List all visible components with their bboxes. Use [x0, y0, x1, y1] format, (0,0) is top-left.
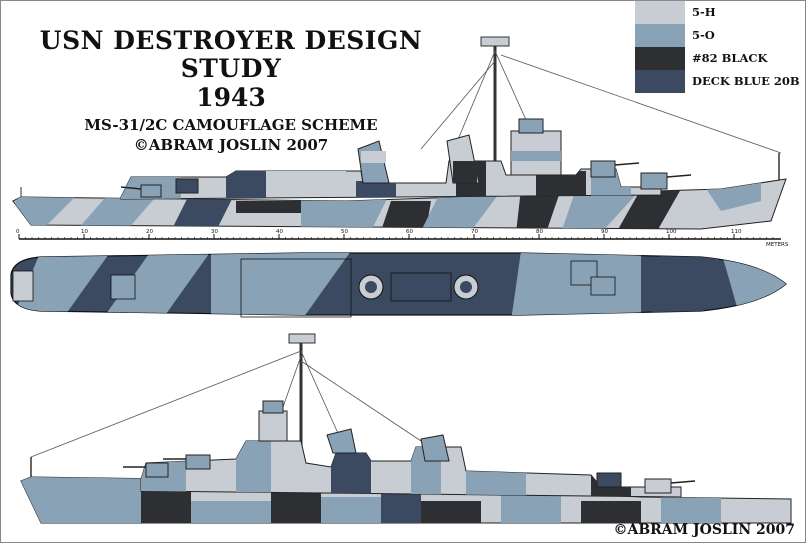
gun-barrel [614, 162, 640, 166]
ruler-label: 60 [406, 229, 413, 235]
gun-mount-plan [590, 276, 616, 296]
footer-copyright: ©ABRAM JOSLIN 2007 [613, 522, 795, 538]
hull-camouflage-top [13, 179, 761, 229]
gun-mount [140, 184, 162, 198]
title-year: 1943 [196, 83, 266, 112]
gun-mount [145, 462, 169, 478]
ruler-ticks [18, 234, 774, 239]
rigging-line [300, 360, 422, 442]
ruler-label: 80 [536, 229, 543, 235]
legend-label: DECK BLUE 20B [692, 74, 800, 88]
depth-charge-rack [12, 270, 34, 302]
ruler-label: 70 [471, 229, 478, 235]
color-legend: 5-H 5-O #82 BLACK DECK BLUE 20B [635, 1, 805, 93]
ruler-label: 50 [341, 229, 348, 235]
legend-label: 5-O [692, 28, 715, 42]
aft-stack [420, 434, 450, 462]
gun-barrel [670, 480, 696, 484]
gun-mount [644, 478, 672, 494]
gun-mount [596, 472, 622, 488]
legend-item-5h: 5-H [635, 1, 805, 24]
gun-mount [640, 172, 668, 190]
radar-antenna [480, 36, 510, 47]
legend-swatch [635, 1, 685, 24]
legend-item-5o: 5-O [635, 24, 805, 47]
legend-label: 5-H [692, 5, 716, 19]
rigging-line [500, 54, 782, 154]
torpedo-mount [390, 272, 452, 302]
gun-barrel [666, 174, 692, 178]
ruler-label: 100 [666, 229, 677, 235]
deck-plan-view [10, 252, 787, 318]
title-scheme: MS-31/2C CAMOUFLAGE SCHEME [84, 116, 378, 134]
gun-mount [175, 178, 199, 194]
gun-barrel [120, 186, 142, 190]
radar-antenna [288, 333, 316, 344]
ruler-label: 10 [81, 229, 88, 235]
legend-label: #82 BLACK [692, 51, 768, 65]
forward-stack [326, 428, 357, 454]
gun-mount [590, 160, 616, 178]
legend-item-black: #82 BLACK [635, 47, 805, 70]
title-main: USN DESTROYER DESIGN STUDY [39, 26, 423, 83]
bottom-profile-view [20, 333, 792, 524]
legend-item-deck-blue: DECK BLUE 20B [635, 70, 805, 93]
ruler-unit: METERS [766, 242, 789, 248]
bridge-tower [258, 410, 288, 442]
rigging-line [30, 350, 302, 458]
top-profile-view [12, 36, 787, 230]
legend-swatch [635, 70, 685, 93]
ruler-label: 20 [146, 229, 153, 235]
rigging-line [420, 60, 496, 150]
ruler-label: 110 [731, 229, 742, 235]
title-block: USN DESTROYER DESIGN STUDY 1943 MS-31/2C… [11, 27, 451, 155]
gun-director [262, 400, 284, 414]
legend-swatch [635, 47, 685, 70]
gun-director [518, 118, 544, 134]
gun-mount [185, 454, 211, 470]
gun-mount-plan [110, 274, 136, 300]
ruler-label: 30 [211, 229, 218, 235]
ruler-label: 40 [276, 229, 283, 235]
gun-mount-plan [570, 260, 598, 286]
legend-swatch [635, 24, 685, 47]
ruler-label: 90 [601, 229, 608, 235]
title-copyright: ©ABRAM JOSLIN 2007 [133, 136, 329, 154]
rigging-line [494, 50, 532, 132]
deck-camouflage [11, 253, 786, 315]
ruler-label: 0 [16, 229, 20, 235]
deckhouse-outline [240, 258, 352, 318]
scale-ruler [18, 234, 781, 240]
